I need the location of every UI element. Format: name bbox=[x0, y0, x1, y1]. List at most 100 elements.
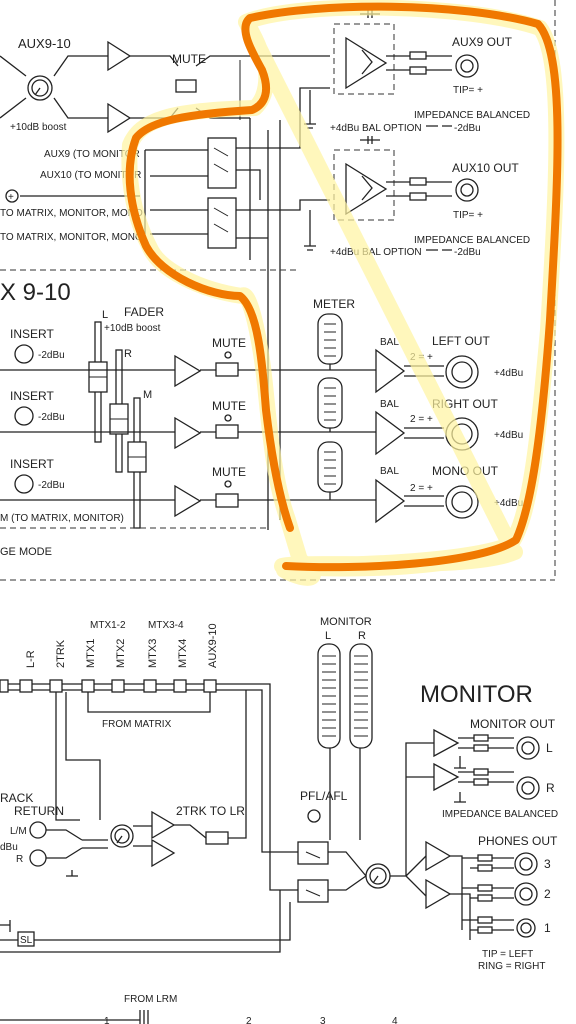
pfl-switch-contacts bbox=[305, 851, 321, 897]
bottom-num-2: 2 bbox=[246, 1016, 252, 1024]
2trk-return-lines bbox=[55, 692, 101, 821]
from-matrix-bracket bbox=[87, 692, 211, 713]
insert-level-3: -2dBu bbox=[38, 480, 65, 491]
bottom-wiring bbox=[0, 890, 291, 953]
master-signal-lines bbox=[0, 369, 175, 501]
fader-knob-marks bbox=[89, 376, 146, 458]
bus-labels: L-R 2TRK MTX1 MTX2 MTX3 MTX4 AUX9-10 bbox=[25, 623, 219, 668]
out-level-m: +4dBu bbox=[494, 498, 523, 509]
monitor-meter-r: R bbox=[358, 630, 366, 642]
from-matrix-label: FROM MATRIX bbox=[102, 719, 172, 730]
monitor-jack-lines bbox=[488, 737, 514, 783]
phones-num-1: 1 bbox=[544, 921, 551, 935]
trk-to-lr-switch bbox=[205, 831, 229, 845]
aux9-route: AUX9 (TO MONITOR bbox=[44, 149, 140, 160]
return-jack-r bbox=[29, 849, 47, 867]
aux9-minus2: -2dBu bbox=[454, 123, 481, 134]
monitor-res-4 bbox=[473, 778, 489, 786]
phones-jack-lines bbox=[492, 857, 514, 931]
bus-select-partial bbox=[0, 679, 9, 693]
aux-matrix-2: TO MATRIX, MONITOR, MONO bbox=[0, 232, 143, 243]
bus-label-aux910: AUX9-10 bbox=[207, 623, 219, 668]
insert-label-3: INSERT bbox=[10, 457, 54, 471]
phones-bus bbox=[450, 855, 471, 940]
phones-driver-l bbox=[425, 840, 452, 872]
aux9-driver-mark bbox=[361, 49, 373, 75]
aux-switch-a bbox=[207, 137, 237, 189]
aux9-driver-out bbox=[386, 55, 410, 71]
aux9-jack-inner bbox=[460, 59, 474, 73]
return-r-label: R bbox=[16, 854, 23, 865]
bus-label-mtx3: MTX3 bbox=[147, 639, 159, 668]
aux9-tip: TIP= + bbox=[453, 85, 483, 96]
monitor-grounds bbox=[454, 756, 466, 803]
bus-select-aux910 bbox=[203, 679, 217, 693]
aux-matrix-1: TO MATRIX, MONITOR, MONO bbox=[0, 208, 143, 219]
aux-input-split-lines bbox=[53, 55, 108, 119]
insert-jack-3 bbox=[14, 474, 34, 494]
out-level-l: +4dBu bbox=[494, 368, 523, 379]
aux10-cap bbox=[360, 136, 380, 144]
return-to-knob bbox=[82, 839, 108, 849]
monitor-impedance: IMPEDANCE BALANCED bbox=[442, 809, 558, 820]
pfl-switch-b bbox=[297, 879, 329, 903]
monitor-out-r: R bbox=[546, 781, 555, 795]
aux10-driver bbox=[345, 162, 388, 216]
return-jack-lm bbox=[29, 821, 47, 839]
sl-box bbox=[17, 931, 35, 947]
aux-mute-label: MUTE bbox=[172, 52, 206, 66]
monitor-out-label: MONITOR OUT bbox=[470, 717, 556, 731]
master-section: X 9-10 INSERT INSERT INSERT -2dBu -2dBu … bbox=[0, 279, 523, 558]
master-amp-l bbox=[174, 354, 202, 388]
aux9-out-label: AUX9 OUT bbox=[452, 35, 513, 49]
phones-num-3: 3 bbox=[544, 857, 551, 871]
monitor-out-driver-l bbox=[433, 728, 460, 758]
bottom-num-1: 1 bbox=[104, 1016, 110, 1024]
phones-res-1 bbox=[477, 854, 493, 862]
bus-label-lr: L-R bbox=[25, 650, 37, 668]
mute-switch-m bbox=[215, 493, 239, 508]
monitor-title: MONITOR bbox=[420, 681, 533, 708]
aux-section: AUX9-10 +10dB boost MUTE AUX9 (TO MONITO… bbox=[0, 0, 556, 581]
pol-m: 2 = + bbox=[410, 483, 433, 494]
aux10-jack-lines bbox=[426, 181, 452, 197]
bal-label-r: BAL bbox=[380, 399, 399, 410]
out-level-r: +4dBu bbox=[494, 430, 523, 441]
fader-l: L bbox=[102, 309, 108, 321]
stage-mode-label: GE MODE bbox=[0, 546, 52, 558]
mute-led-l bbox=[224, 351, 232, 359]
aux10-tip: TIP= + bbox=[453, 210, 483, 221]
return-dbu-label: dBu bbox=[0, 842, 18, 853]
monitor-meter-l: L bbox=[325, 630, 331, 642]
bus-select-mtx4 bbox=[173, 679, 187, 693]
xlr-mono-inner bbox=[451, 491, 473, 513]
ring-right-label: RING = RIGHT bbox=[478, 961, 546, 972]
aux10-resistor-b bbox=[409, 192, 427, 201]
aux9-ground bbox=[304, 90, 316, 129]
bus-label-2trk: 2TRK bbox=[55, 639, 67, 668]
aux10-resistor-a bbox=[409, 177, 427, 186]
aux10-driver-mark bbox=[361, 175, 373, 201]
insert-jack-2 bbox=[14, 406, 34, 426]
aux9-resistor-b bbox=[409, 66, 427, 75]
bal-driver-m bbox=[375, 478, 406, 524]
trk-to-lr-label: 2TRK TO LR bbox=[176, 804, 245, 818]
pfl-afl-led bbox=[307, 809, 321, 823]
matrix-monitor-label: M (TO MATRIX, MONITOR) bbox=[0, 513, 124, 524]
monitor-level-pointer bbox=[372, 875, 379, 884]
monitor-out-lines bbox=[458, 737, 474, 783]
return-knob-pointer bbox=[116, 835, 123, 844]
pol-r: 2 = + bbox=[410, 414, 433, 425]
phones-taps bbox=[462, 857, 478, 931]
aux10-route: AUX10 (TO MONITOR bbox=[40, 170, 141, 181]
bal-label-m: BAL bbox=[380, 466, 399, 477]
mute-label-r: MUTE bbox=[212, 399, 246, 413]
aux-knob-pointer bbox=[34, 87, 41, 96]
insert-level-2: -2dBu bbox=[38, 412, 65, 423]
mute-led-r bbox=[224, 414, 232, 422]
aux-input-lines bbox=[0, 55, 27, 119]
monitor-out-jack-r-inner bbox=[521, 781, 535, 795]
aux-mute-switch bbox=[175, 79, 197, 93]
phones-num-2: 2 bbox=[544, 887, 551, 901]
